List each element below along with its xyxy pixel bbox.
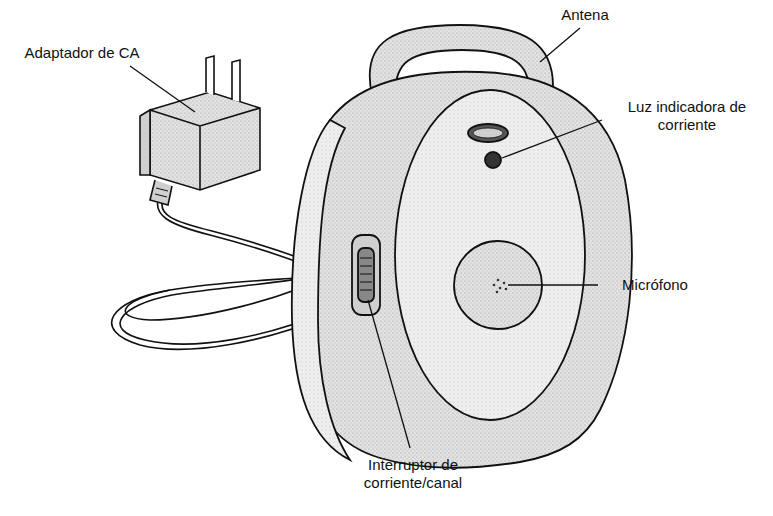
switch-label: Interruptor de corriente/canal bbox=[338, 456, 488, 492]
led-label: Luz indicadora de corriente bbox=[604, 98, 770, 134]
microphone-label: Micrófono bbox=[600, 276, 710, 294]
monitor-unit bbox=[292, 25, 632, 468]
leader-lines bbox=[130, 28, 602, 448]
side-panel bbox=[292, 120, 350, 460]
microphone-holes bbox=[493, 279, 508, 294]
antenna-label: Antena bbox=[545, 6, 625, 24]
logo-badge bbox=[468, 124, 508, 142]
power-switch bbox=[352, 235, 380, 315]
ac-adapter bbox=[140, 56, 260, 205]
power-led bbox=[485, 152, 501, 168]
front-face bbox=[395, 90, 585, 420]
switch-slider bbox=[358, 248, 374, 302]
housing bbox=[299, 72, 631, 468]
adapter-label: Adaptador de CA bbox=[2, 44, 162, 62]
